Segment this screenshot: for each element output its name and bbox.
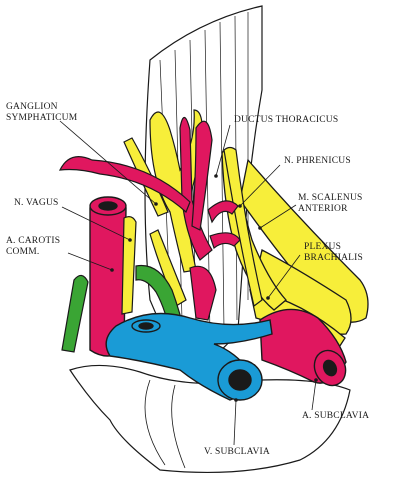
label-ganglion-line1: GANGLION [6, 102, 58, 112]
nervus-vagus [121, 216, 137, 315]
label-vagus: N. VAGUS [14, 198, 59, 208]
label-a-subclavia: A. SUBCLAVIA [302, 411, 370, 421]
label-scalenus-line1: M. SCALENUS [298, 193, 363, 203]
label-plexus-line2: BRACHIALIS [304, 253, 364, 263]
label-v-subclavia: V. SUBCLAVIA [204, 447, 270, 457]
label-scalenus-line2: ANTERIOR [298, 204, 348, 214]
vena-subclavia [105, 312, 273, 401]
arteria-subclavia [259, 308, 347, 387]
label-plexus: PLEXUS BRACHIALIS [304, 242, 363, 264]
label-carotis: A. CAROTIS COMM. [6, 236, 60, 258]
label-carotis-line1: A. CAROTIS [6, 236, 61, 246]
label-ganglion: GANGLION SYMPHATICUM [6, 102, 77, 124]
label-plexus-line1: PLEXUS [304, 242, 342, 252]
label-phrenicus: N. PHRENICUS [284, 156, 351, 166]
leader-lines [59, 120, 317, 446]
nervus-phrenicus [223, 146, 263, 308]
label-ductus-thoracicus: DUCTUS THORACICUS [234, 115, 339, 125]
leader-arrows [110, 174, 318, 402]
label-ganglion-line2: SYMPHATICUM [6, 113, 78, 123]
label-carotis-line2: COMM. [6, 247, 40, 257]
pleura-tissue [69, 364, 351, 474]
label-scalenus: M. SCALENUS ANTERIOR [298, 193, 363, 215]
ductus-thoracicus-branches [58, 116, 241, 321]
arteria-carotis [89, 196, 127, 357]
